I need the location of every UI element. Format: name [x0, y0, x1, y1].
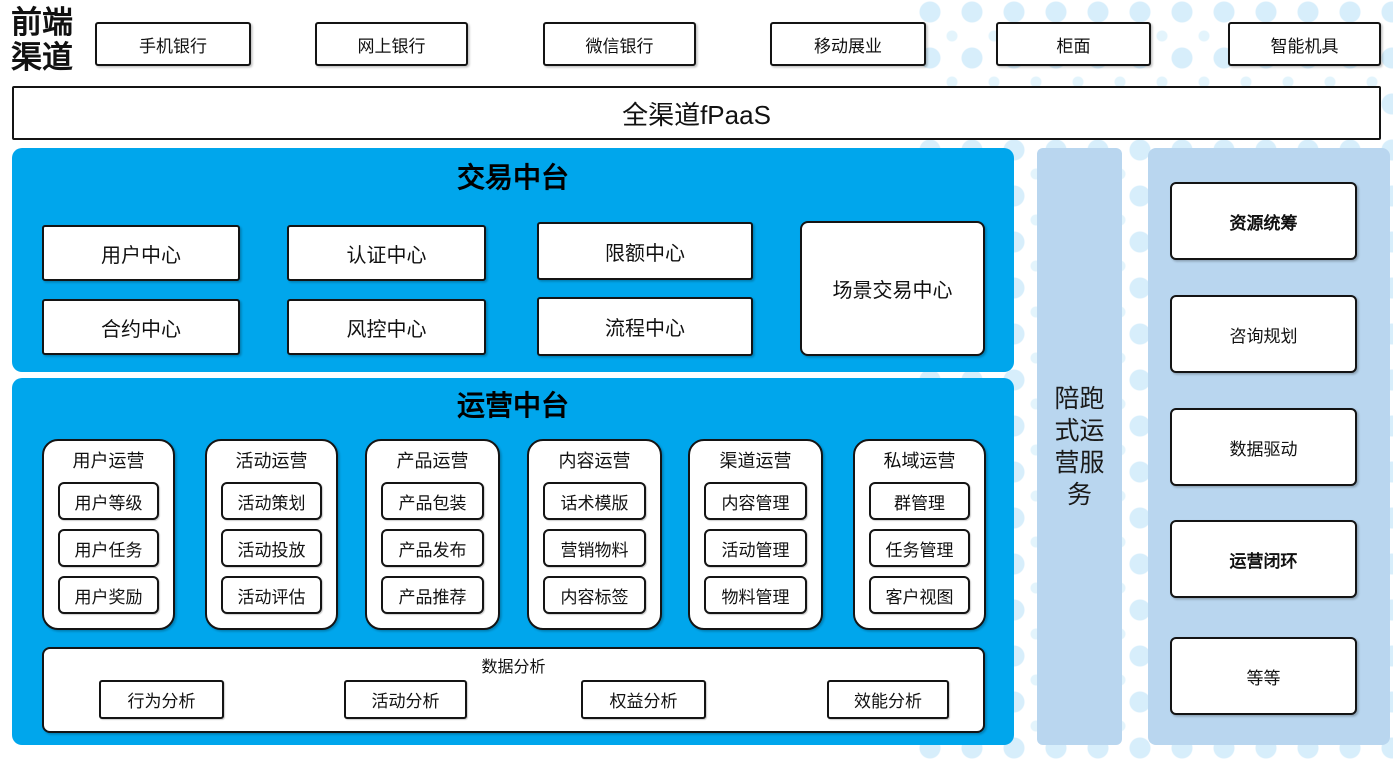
sub-box: 物料管理 — [704, 576, 807, 614]
sub-box: 客户视图 — [869, 576, 970, 614]
front-channel-label: 前端渠道 — [11, 5, 73, 75]
trade-platform-panel: 交易中台 用户中心 认证中心 限额中心 场景交易中心 合约中心 风控中心 流程中… — [12, 148, 1014, 372]
channel-mobile-banking: 手机银行 — [95, 22, 251, 66]
operation-platform-title: 运营中台 — [456, 390, 569, 421]
group-label: 渠道运营 — [719, 451, 792, 471]
sub-box: 内容管理 — [704, 482, 807, 520]
limit-center-box: 限额中心 — [537, 222, 753, 280]
sub-box: 营销物料 — [543, 529, 646, 567]
analysis-box-activity: 活动分析 — [344, 680, 467, 719]
accompany-service-strip: 陪跑式运营服务 — [1037, 148, 1122, 745]
service-consulting-planning: 咨询规划 — [1170, 295, 1357, 373]
services-panel: 资源统筹 咨询规划 数据驱动 运营闭环 等等 — [1148, 148, 1390, 745]
channel-online-banking: 网上银行 — [315, 22, 468, 66]
channel-counter: 柜面 — [996, 22, 1151, 66]
group-user-operation: 用户运营 用户等级 用户任务 用户奖励 — [42, 439, 175, 630]
fpaas-bar: 全渠道fPaaS — [12, 86, 1381, 140]
analysis-box-efficiency: 效能分析 — [827, 680, 949, 719]
sub-box: 任务管理 — [869, 529, 970, 567]
operation-platform-panel: 运营中台 用户运营 用户等级 用户任务 用户奖励 活动运营 活动策划 活动投放 … — [12, 378, 1014, 745]
contract-center-box: 合约中心 — [42, 299, 240, 355]
front-channel-row: 前端渠道 手机银行 网上银行 微信银行 移动展业 柜面 智能机具 — [0, 0, 1393, 80]
group-content-operation: 内容运营 话术模版 营销物料 内容标签 — [527, 439, 662, 630]
sub-box: 群管理 — [869, 482, 970, 520]
trade-platform-title: 交易中台 — [456, 162, 569, 193]
analysis-box-rights: 权益分析 — [581, 680, 706, 719]
group-label: 活动运营 — [235, 451, 308, 471]
sub-box: 活动策划 — [221, 482, 322, 520]
group-label: 私域运营 — [883, 451, 956, 471]
risk-center-box: 风控中心 — [287, 299, 486, 355]
service-etc: 等等 — [1170, 637, 1357, 715]
group-channel-operation: 渠道运营 内容管理 活动管理 物料管理 — [688, 439, 823, 630]
sub-box: 话术模版 — [543, 482, 646, 520]
sub-box: 用户奖励 — [58, 576, 159, 614]
service-data-driven: 数据驱动 — [1170, 408, 1357, 486]
data-analysis-label: 数据分析 — [481, 659, 546, 676]
sub-box: 产品推荐 — [381, 576, 484, 614]
group-private-domain-operation: 私域运营 群管理 任务管理 客户视图 — [853, 439, 986, 630]
service-operation-loop: 运营闭环 — [1170, 520, 1357, 598]
group-label: 用户运营 — [72, 451, 145, 471]
sub-box: 内容标签 — [543, 576, 646, 614]
group-product-operation: 产品运营 产品包装 产品发布 产品推荐 — [365, 439, 500, 630]
group-label: 产品运营 — [396, 451, 469, 471]
service-resource-planning: 资源统筹 — [1170, 182, 1357, 260]
process-center-box: 流程中心 — [537, 297, 753, 356]
channel-smart-devices: 智能机具 — [1228, 22, 1381, 66]
sub-box: 活动评估 — [221, 576, 322, 614]
channel-mobile-marketing: 移动展业 — [770, 22, 926, 66]
sub-box: 产品包装 — [381, 482, 484, 520]
channel-wechat-banking: 微信银行 — [543, 22, 696, 66]
user-center-box: 用户中心 — [42, 225, 240, 281]
sub-box: 用户任务 — [58, 529, 159, 567]
analysis-box-behavior: 行为分析 — [99, 680, 224, 719]
group-label: 内容运营 — [558, 451, 631, 471]
accompany-service-label: 陪跑式运营服务 — [1054, 384, 1105, 509]
auth-center-box: 认证中心 — [287, 225, 486, 281]
group-activity-operation: 活动运营 活动策划 活动投放 活动评估 — [205, 439, 338, 630]
data-analysis-container: 数据分析 行为分析 活动分析 权益分析 效能分析 — [42, 647, 985, 733]
sub-box: 用户等级 — [58, 482, 159, 520]
sub-box: 活动管理 — [704, 529, 807, 567]
sub-box: 活动投放 — [221, 529, 322, 567]
sub-box: 产品发布 — [381, 529, 484, 567]
scene-trade-center-box: 场景交易中心 — [800, 221, 985, 356]
